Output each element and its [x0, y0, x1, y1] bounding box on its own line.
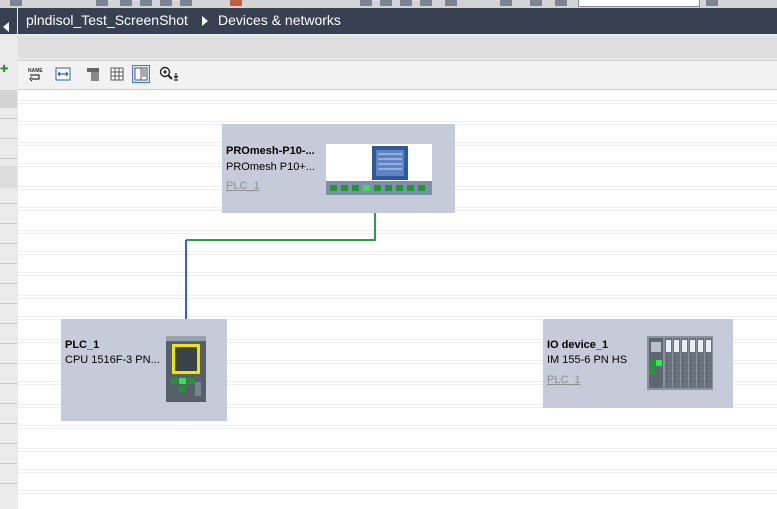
add-icon[interactable]: ✚ — [0, 64, 9, 75]
page-icon — [134, 67, 148, 81]
toolbar-button[interactable] — [180, 0, 192, 6]
device-assigned-plc[interactable]: PLC_1 — [226, 180, 260, 192]
device-name[interactable]: PLC_1 — [65, 339, 100, 351]
show-device-names-button[interactable]: NAME — [26, 65, 44, 83]
toolbar-button[interactable] — [445, 0, 457, 6]
toolbar-button[interactable] — [230, 0, 242, 6]
page-layout-button[interactable] — [132, 65, 150, 83]
overview-grid-button[interactable] — [108, 65, 126, 83]
toolbar-button[interactable] — [10, 0, 22, 6]
toolbar-button[interactable] — [530, 0, 542, 6]
toolbar-button[interactable] — [400, 0, 412, 6]
fit-icon — [55, 67, 71, 81]
view-tabs-bar — [18, 34, 777, 61]
toggle-device-view-button[interactable] — [84, 65, 102, 83]
device-type: CPU 1516F-3 PN... — [65, 354, 160, 366]
device-name[interactable]: IO device_1 — [547, 339, 609, 351]
io-device-rack-icon — [647, 336, 713, 390]
editor-title-bar: plndisol_Test_ScreenShot Devices & netwo… — [18, 8, 777, 34]
svg-text:NAME: NAME — [28, 68, 43, 74]
tree-row-selected[interactable] — [0, 166, 17, 188]
device-io[interactable]: IO device_1 IM 155-6 PN HS PLC_1 — [543, 319, 733, 408]
toolbar-button[interactable] — [96, 0, 108, 6]
editor-toolbar: NAME — [18, 61, 777, 90]
toolbar-button[interactable] — [160, 0, 172, 6]
tree-row[interactable] — [0, 90, 17, 108]
toolbar-button[interactable] — [120, 0, 132, 6]
rack-icon — [87, 68, 99, 81]
plc-cpu-icon — [166, 336, 206, 402]
device-assigned-plc[interactable]: PLC_1 — [547, 374, 581, 386]
view-tab-area[interactable] — [18, 36, 777, 58]
name-icon: NAME — [28, 68, 43, 82]
zoom-button[interactable] — [158, 65, 184, 83]
zoom-icon — [159, 66, 179, 81]
toolbar-button[interactable] — [555, 0, 567, 6]
toolbar-button[interactable] — [500, 0, 512, 6]
project-tree-panel[interactable]: ✚ — [0, 8, 19, 509]
device-name[interactable]: PROmesh-P10-... — [226, 145, 315, 157]
collapse-panel-button[interactable] — [0, 8, 17, 34]
toolbar-button[interactable] — [706, 0, 718, 6]
toolbar-button[interactable] — [380, 0, 392, 6]
toolbar-button[interactable] — [140, 0, 152, 6]
window-controls[interactable] — [755, 8, 777, 34]
grid-icon — [110, 67, 124, 81]
device-plc[interactable]: PLC_1 CPU 1516F-3 PN... — [61, 319, 227, 421]
fit-to-window-button[interactable] — [54, 65, 72, 83]
page-title: Devices & networks — [218, 12, 341, 28]
toolbar-button[interactable] — [420, 0, 432, 6]
toolbar-button[interactable] — [360, 0, 372, 6]
network-canvas[interactable]: PROmesh-P10-... PROmesh P10+... PLC_1 PL… — [18, 90, 777, 509]
project-name[interactable]: plndisol_Test_ScreenShot — [26, 12, 188, 28]
device-type: IM 155-6 PN HS — [547, 354, 628, 366]
device-type: PROmesh P10+... — [226, 161, 315, 173]
device-switch[interactable]: PROmesh-P10-... PROmesh P10+... PLC_1 — [222, 124, 455, 213]
search-input[interactable] — [578, 0, 700, 7]
collapse-arrow-icon — [3, 22, 9, 32]
switch-device-icon — [326, 144, 432, 195]
breadcrumb-separator-icon — [202, 16, 208, 26]
